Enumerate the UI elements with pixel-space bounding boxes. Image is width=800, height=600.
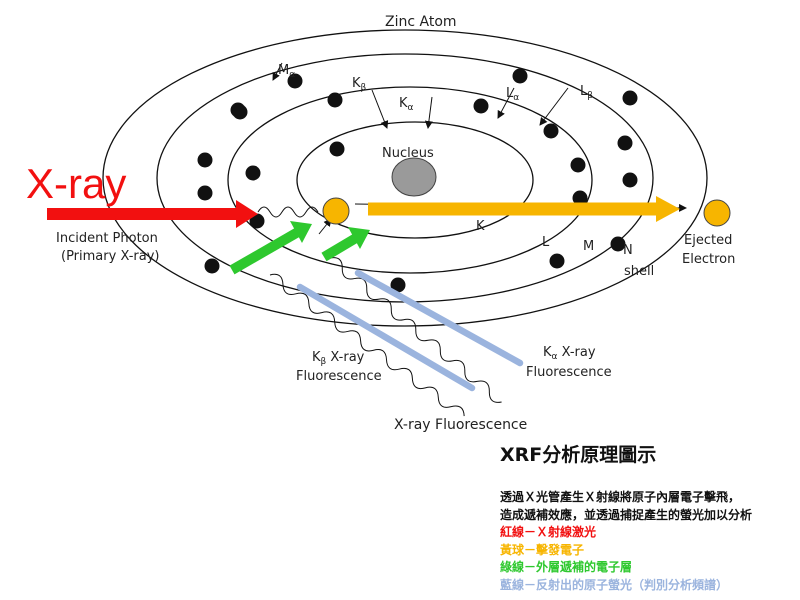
electron-dot [512, 68, 528, 84]
orbit-n-shell [102, 29, 708, 327]
electron-dot [622, 172, 638, 188]
m-alpha-arrow [272, 62, 283, 81]
l-alpha-base: L [506, 86, 514, 101]
electron-dot [473, 98, 489, 114]
electron-dot [572, 190, 588, 206]
legend-item-red: 紅線－Ｘ射線激光 [500, 525, 597, 539]
green-refill-arrow-2-shaft [321, 233, 359, 262]
vacancy-electron [322, 197, 350, 225]
k-beta-fluorescence-label-line2: Fluorescence [296, 369, 382, 384]
nucleus [391, 157, 437, 197]
l-beta-label: Lβ [580, 84, 593, 101]
electron-dot [543, 123, 559, 139]
electron-dots [197, 68, 638, 293]
m-alpha-label: Mα [278, 63, 295, 80]
k-beta-fluorescence-label-line1: Kβ X-ray [312, 350, 365, 367]
zinc-atom-title: Zinc Atom [385, 14, 457, 30]
electron-dot [549, 253, 565, 269]
k-alpha-fluorescence-wave [329, 257, 502, 403]
shell-k-label: K [476, 219, 485, 234]
k-beta-fluorescence-blue-line [296, 283, 476, 392]
shell-l-label: L [542, 235, 550, 250]
xray-label: X-ray [26, 160, 126, 207]
k-alpha-fluorescence-blue-line [354, 269, 524, 367]
k-beta-fluorescence-wave [269, 273, 465, 417]
k-alpha-sub: α [408, 103, 414, 113]
k-alpha-arrow [424, 96, 433, 129]
electron-dot [570, 157, 586, 173]
electron-dot [197, 152, 213, 168]
l-alpha-sub: α [513, 93, 519, 103]
nucleus-label: Nucleus [382, 146, 434, 161]
k-beta-label: Kβ [352, 76, 367, 93]
l-alpha-arrow [497, 87, 515, 119]
incident-photon-label: Incident Photon [56, 231, 158, 246]
legend-panel: XRF分析原理圖示 透過Ｘ光管產生Ｘ射線將原子內層電子擊飛， 造成遞補效應，並透… [500, 440, 800, 594]
green-refill-arrow-2-head [348, 227, 370, 249]
k-alpha-base: K [399, 96, 408, 111]
ejected-electron [703, 199, 731, 227]
k-alpha-fluorescence-label-line1: Kα X-ray [543, 345, 596, 362]
xray-fluorescence-bottom-label: X-ray Fluorescence [394, 417, 527, 433]
legend-item-blue: 藍線－反射出的原子螢光（判別分析頻譜） [500, 577, 729, 592]
k-alpha-label: Kα [399, 96, 414, 113]
green-refill-arrow-1-head [290, 221, 312, 243]
electron-dot [327, 92, 343, 108]
electron-dot [245, 165, 261, 181]
legend-item-yellow: 黃球－擊發電子 [500, 542, 585, 557]
k-beta-arrow [371, 89, 389, 129]
incident-xray-red-arrow-head [236, 200, 258, 228]
electron-dot [329, 141, 345, 157]
k-beta-sub: β [361, 83, 367, 93]
electron-dot [390, 277, 406, 293]
electron-dot [249, 213, 265, 229]
orbit-k-shell [296, 121, 534, 239]
orbit-l-shell [227, 86, 593, 274]
l-beta-base: L [580, 84, 588, 99]
k-alpha-fluorescence-label-line2: Fluorescence [526, 365, 612, 380]
green-refill-arrow-1-shaft [229, 227, 301, 275]
legend-description-line1: 透過Ｘ光管產生Ｘ射線將原子內層電子擊飛， [500, 490, 741, 504]
l-beta-sub: β [587, 91, 593, 101]
k-beta-fluor-sub: β [321, 357, 327, 367]
k-beta-fluor-rest: X-ray [326, 350, 364, 365]
m-alpha-base: M [278, 63, 289, 78]
legend-description-line2: 造成遞補效應，並透過捕捉產生的螢光加以分析 [500, 507, 753, 522]
l-alpha-label: Lα [506, 86, 519, 103]
k-alpha-fluor-sub: α [552, 352, 558, 362]
shell-word-label: shell [624, 264, 654, 279]
k-alpha-fluor-base: K [543, 345, 552, 360]
shell-m-label: M [583, 239, 594, 254]
k-beta-base: K [352, 76, 361, 91]
incident-photon-wave [257, 206, 319, 218]
electron-dot [204, 258, 220, 274]
shell-n-label: N [623, 243, 633, 258]
k-alpha-fluor-rest: X-ray [557, 345, 595, 360]
electron-dot [232, 104, 248, 120]
electron-label: Electron [682, 252, 735, 267]
l-beta-arrow [539, 87, 569, 126]
electron-dot [610, 236, 626, 252]
ejected-electron-yellow-arrow-head [656, 196, 680, 222]
electron-dot [617, 135, 633, 151]
k-beta-fluor-base: K [312, 350, 321, 365]
electron-dot [287, 73, 303, 89]
m-alpha-sub: α [289, 70, 295, 80]
legend-title: XRF分析原理圖示 [500, 444, 657, 466]
electron-dot [622, 90, 638, 106]
legend-item-green: 綠線－外層遞補的電子層 [500, 560, 633, 574]
ejected-label: Ejected [684, 233, 732, 248]
primary-xray-label: (Primary X-ray) [61, 249, 159, 264]
electron-dot [197, 185, 213, 201]
